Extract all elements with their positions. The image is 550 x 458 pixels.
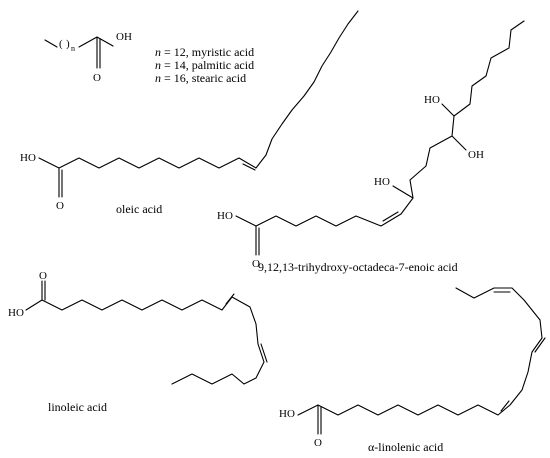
trihydroxy-oh13-bond <box>441 103 455 117</box>
trihydroxy-double-bond-c7 <box>382 211 399 222</box>
generic-hydroxyl-label: OH <box>116 31 132 43</box>
linoleic-acid-structure: HO O <box>8 270 268 385</box>
linoleic-hydroxyl-label: HO <box>8 307 24 319</box>
generic-n-subscript: n <box>71 44 75 53</box>
alpha-linolenic-oxygen-label: O <box>314 437 322 449</box>
alpha-linolenic-hydroxyl-label: HO <box>279 408 295 420</box>
generic-legend: n = 12, myristic acid n = 14, palmitic a… <box>155 45 254 85</box>
linoleic-oxygen-label: O <box>39 270 47 282</box>
linoleic-double-bond-c9 <box>225 293 235 305</box>
legend-stearic: n = 16, stearic acid <box>155 71 246 85</box>
linoleic-double-bond-c12 <box>260 343 268 363</box>
oleic-acid-structure: HO O <box>20 10 359 212</box>
legend-palmitic: n = 14, palmitic acid <box>155 58 254 72</box>
linoleic-chain-bonds <box>25 296 265 385</box>
trihydroxy-oxygen-label: O <box>252 258 260 270</box>
generic-paren-open: ( <box>59 38 63 50</box>
alpha-linolenic-acid-structure: HO O <box>279 287 546 449</box>
trihydroxy-oh12-bond <box>451 135 467 151</box>
legend-myristic: n = 12, myristic acid <box>155 45 254 59</box>
trihydroxy-oh13-label: HO <box>424 94 440 106</box>
oleic-oxygen-label: O <box>56 200 64 212</box>
trihydroxy-chain-bonds <box>235 20 525 227</box>
oleic-acid-label: oleic acid <box>116 202 162 216</box>
oleic-chain-bonds <box>38 10 359 169</box>
linoleic-acid-label: linoleic acid <box>48 400 107 414</box>
trihydroxy-oh9-bond <box>392 185 414 199</box>
alpha-linolenic-double-bond-c9 <box>500 400 510 412</box>
trihydroxy-oh9-label: HO <box>374 176 390 188</box>
trihydroxy-acid-label: 9,12,13-trihydroxy-octadeca-7-enoic acid <box>258 260 458 274</box>
alpha-linolenic-double-bond-c12 <box>534 337 546 353</box>
generic-fatty-acid-structure: ( ) n OH O <box>44 31 132 84</box>
trihydroxy-oh12-label: OH <box>468 149 484 161</box>
generic-chain-bonds-2 <box>78 36 114 48</box>
trihydroxy-hydroxyl-label: HO <box>217 210 233 222</box>
alpha-linolenic-acid-label: α-linolenic acid <box>368 440 443 454</box>
generic-chain-bonds <box>44 39 58 48</box>
trihydroxy-acid-structure: HO O HO OH HO <box>217 20 525 270</box>
alpha-linolenic-chain-bonds <box>297 287 543 416</box>
generic-oxygen-label: O <box>93 72 101 84</box>
oleic-hydroxyl-label: HO <box>20 152 36 164</box>
generic-paren-close: ) <box>66 38 70 50</box>
oleic-double-bond-c9 <box>242 163 256 171</box>
